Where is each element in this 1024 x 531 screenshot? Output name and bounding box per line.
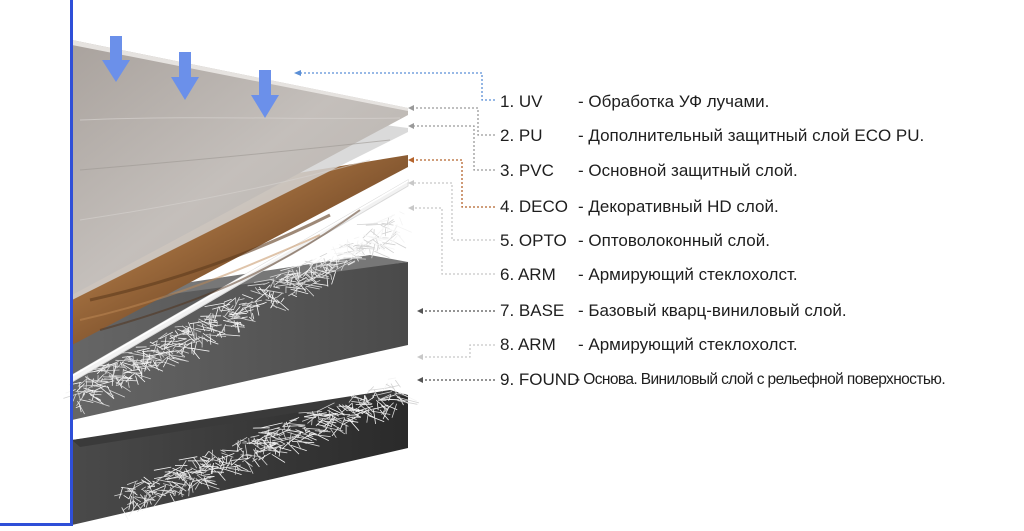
legend-number: 5. OPTO xyxy=(500,228,567,254)
fiber-strand xyxy=(354,237,359,239)
legend-number: 8. ARM xyxy=(500,332,556,358)
fiber-strand xyxy=(396,233,404,243)
legend-number: 3. PVC xyxy=(500,158,554,184)
legend-description: - Дополнительный защитный слой ECO PU. xyxy=(578,123,924,149)
legend-description: - Обработка УФ лучами. xyxy=(578,89,769,115)
legend-description: - Основной защитный слой. xyxy=(578,158,798,184)
leader-arm-bottom-arrowhead xyxy=(417,354,423,360)
fiber-strand xyxy=(213,314,214,318)
fiber-strand xyxy=(320,253,327,256)
fiber-strand xyxy=(347,241,350,244)
frame-left-line xyxy=(70,0,73,526)
legend-description: - Декоративный HD слой. xyxy=(578,194,779,220)
legend-number: 7. BASE xyxy=(500,298,564,324)
legend-number: 4. DECO xyxy=(500,194,568,220)
legend-number: 1. UV xyxy=(500,89,543,115)
leader-base-arrowhead xyxy=(417,308,423,314)
fiber-strand xyxy=(376,215,395,223)
legend-description: - Армирующий стеклохолст. xyxy=(578,262,798,288)
fiber-strand xyxy=(208,322,217,323)
leader-deco-arrowhead xyxy=(408,157,414,163)
legend-description: - Оптоволоконный слой. xyxy=(578,228,770,254)
leader-arm-top xyxy=(413,208,495,274)
leader-deco xyxy=(413,160,495,207)
fiber-strand xyxy=(395,225,412,232)
fiber-strand xyxy=(388,378,396,379)
fiber-strand xyxy=(370,249,371,253)
legend-number: 9. FOUND xyxy=(500,367,579,393)
leader-pu xyxy=(413,108,495,135)
leader-opto xyxy=(413,183,495,240)
leader-pvc-arrowhead xyxy=(408,123,414,129)
fiber-strand xyxy=(143,351,144,363)
legend-description: - Основа. Виниловый слой с рельефной пов… xyxy=(575,367,945,393)
leader-pvc xyxy=(413,126,495,170)
leader-opto-arrowhead xyxy=(408,180,414,186)
leader-arm-top-arrowhead xyxy=(408,205,414,211)
legend-description: - Базовый кварц-виниловый слой. xyxy=(578,298,847,324)
leader-arm-bottom xyxy=(423,345,495,357)
fiber-strand xyxy=(351,251,364,252)
fiber-strand xyxy=(400,217,403,225)
fiber-strand xyxy=(348,415,359,416)
leader-pu-arrowhead xyxy=(408,105,414,111)
fiber-strand xyxy=(382,383,388,392)
legend-number: 2. PU xyxy=(500,123,543,149)
legend-description: - Армирующий стеклохолст. xyxy=(578,332,798,358)
fiber-strand xyxy=(400,212,405,215)
fiber-strand xyxy=(382,227,400,233)
fiber-strand xyxy=(145,495,146,507)
leader-uv-arrowhead xyxy=(294,70,301,76)
fiber-strand xyxy=(382,231,392,234)
leader-found-arrowhead xyxy=(417,377,423,383)
fiber-strand xyxy=(200,316,221,317)
legend-number: 6. ARM xyxy=(500,262,556,288)
